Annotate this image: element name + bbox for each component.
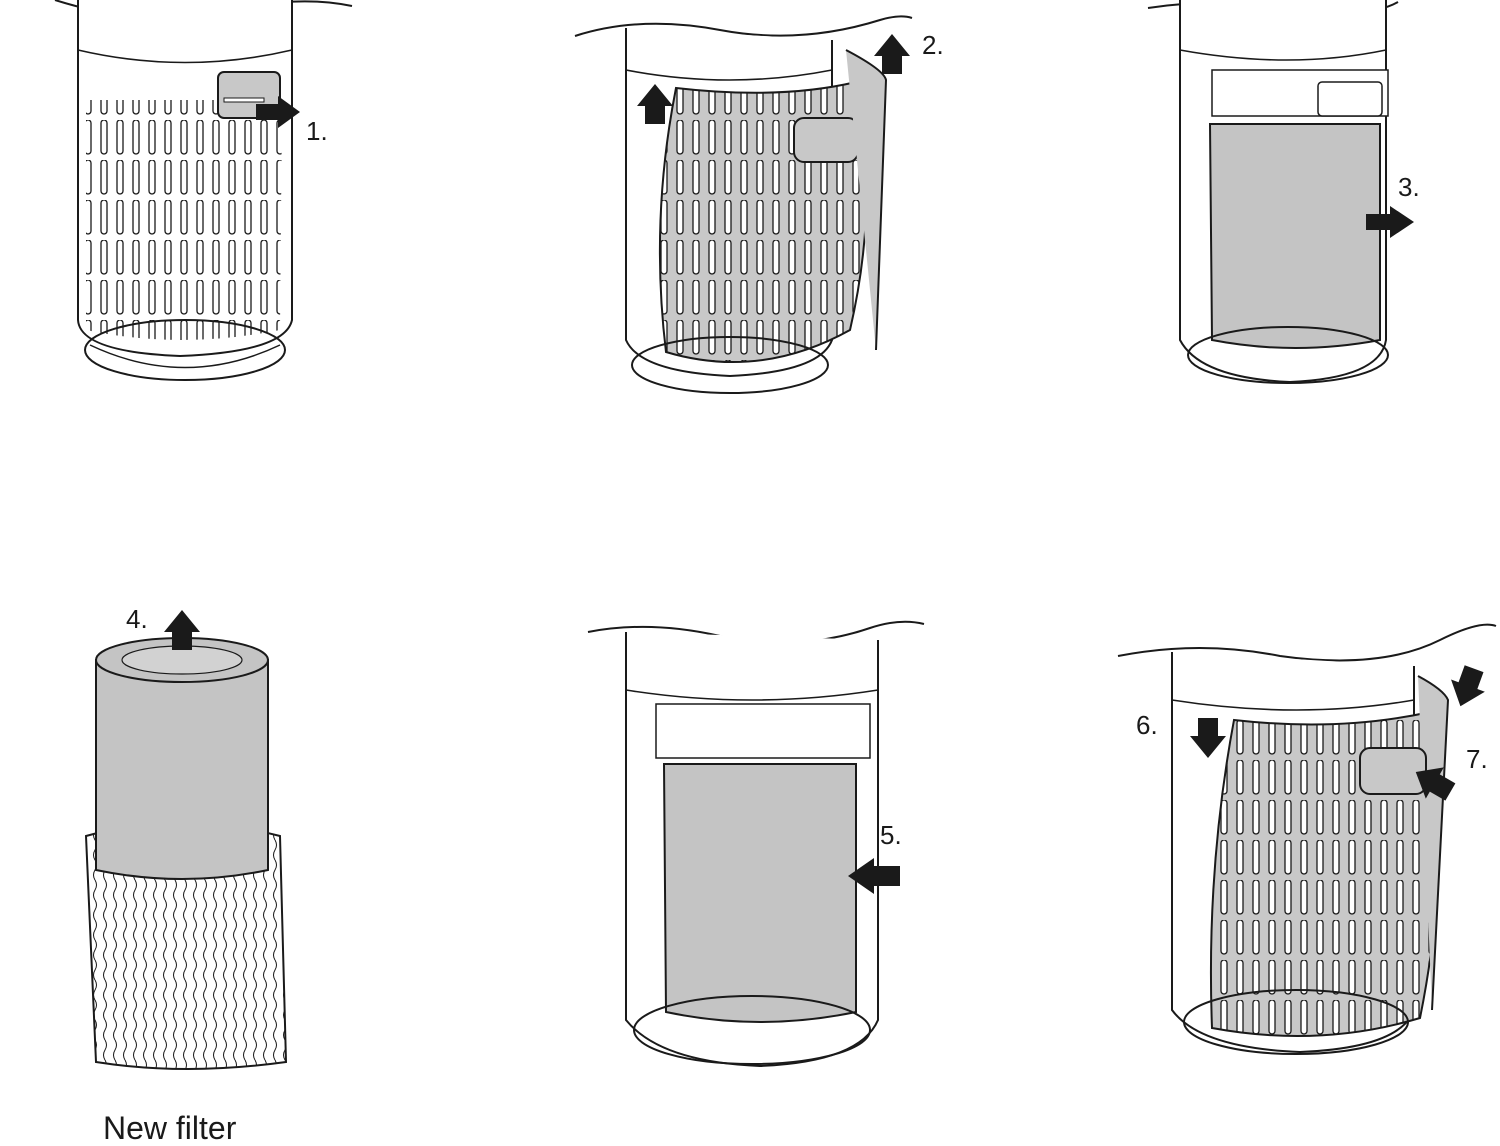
filter-cylinder — [662, 763, 857, 1023]
panel-step-3 — [1147, 0, 1414, 384]
panel-step-1 — [54, 0, 353, 381]
purifier-base — [631, 336, 829, 394]
purifier-base — [1183, 989, 1409, 1055]
arrow-down-icon — [1443, 662, 1492, 713]
purifier-base — [1187, 326, 1389, 384]
purifier-base — [84, 319, 286, 381]
arrow-left-icon — [848, 858, 900, 894]
cloud-edge — [574, 15, 913, 37]
cover-handle — [793, 117, 859, 163]
step-label-5: 5. — [880, 820, 902, 850]
panel-step-2 — [574, 15, 913, 394]
slot-area — [86, 100, 282, 340]
panel-step-5 — [587, 620, 925, 1068]
step-label-6: 6. — [1136, 710, 1158, 740]
panel-step-6-7 — [1117, 623, 1497, 1055]
step-label-4: 4. — [126, 604, 148, 634]
step-label-2: 2. — [922, 30, 944, 60]
arrow-up-icon — [874, 34, 910, 74]
new-filter-caption: New filter — [103, 1110, 237, 1146]
cloud-edge — [1117, 623, 1497, 662]
step-label-7: 7. — [1466, 744, 1488, 774]
filter-cylinder — [1208, 123, 1381, 349]
purifier-base — [633, 995, 871, 1065]
body-top-seam — [77, 49, 293, 64]
panel-step-4 — [84, 610, 288, 1070]
arrow-right-icon — [256, 96, 300, 128]
step-label-3: 3. — [1398, 172, 1420, 202]
cover-handle — [1359, 747, 1427, 795]
new-filter-cylinder — [95, 659, 269, 880]
arrow-right-icon — [1366, 206, 1414, 238]
step-label-1: 1. — [306, 116, 328, 146]
